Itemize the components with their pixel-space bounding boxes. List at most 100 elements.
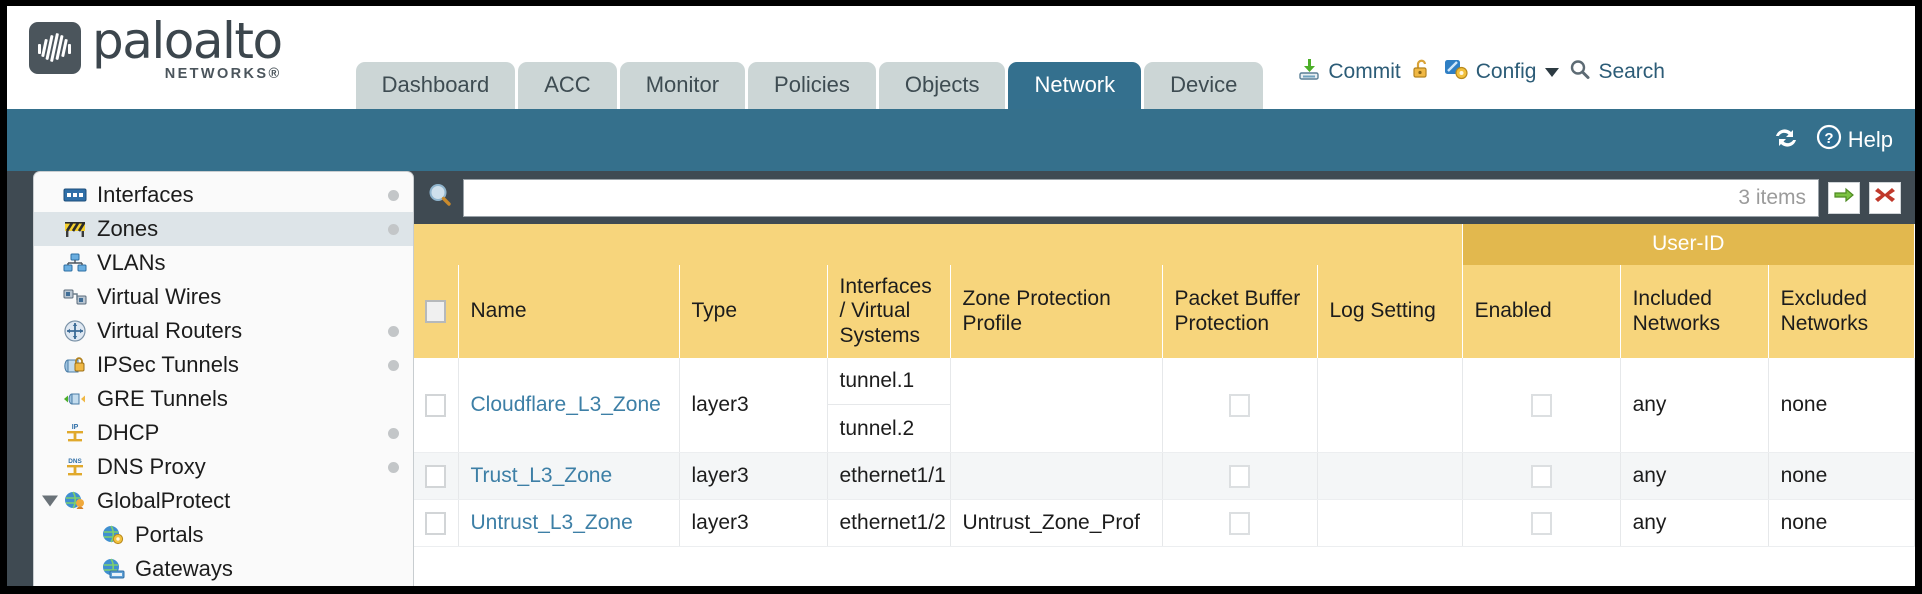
help-question-icon: ? [1816, 124, 1842, 156]
network-sidebar: Interfaces Zones [33, 171, 414, 586]
row-select-cell [414, 499, 459, 547]
context-bar: ? Help [7, 109, 1915, 171]
row-select-cell [414, 452, 459, 500]
search-magnifier-icon[interactable] [426, 181, 454, 214]
table-row[interactable]: Untrust_L3_Zone layer3 ethernet1/2 Untru… [414, 499, 1915, 547]
sidebar-item-portals[interactable]: Portals [34, 518, 413, 552]
sidebar-item-dns-proxy[interactable]: DNS DNS Proxy [34, 450, 413, 484]
select-all-checkbox[interactable] [425, 300, 447, 324]
sidebar-item-ipsec-tunnels[interactable]: IPSec Tunnels [34, 348, 413, 382]
column-header-excluded-networks[interactable]: Excluded Networks [1768, 265, 1915, 358]
cell-type: layer3 [679, 499, 828, 547]
userid-enabled-checkbox[interactable] [1530, 511, 1552, 535]
row-select-cell [414, 358, 459, 453]
sidebar-item-vlans[interactable]: VLANs [34, 246, 413, 280]
tab-monitor[interactable]: Monitor [619, 62, 746, 109]
userid-enabled-checkbox[interactable] [1530, 464, 1552, 488]
content-area: Interfaces Zones [7, 171, 1915, 586]
select-all-checkbox-cell [414, 265, 459, 358]
apply-filter-button[interactable] [1828, 181, 1860, 214]
cell-packet-buffer [1162, 358, 1318, 453]
zone-link[interactable]: Untrust_L3_Zone [470, 511, 633, 534]
zones-table-container: User-ID Name Type Interfaces / Virtual S… [414, 224, 1915, 586]
collapse-triangle-icon[interactable] [42, 495, 58, 507]
zones-table: User-ID Name Type Interfaces / Virtual S… [414, 224, 1915, 547]
cell-packet-buffer [1162, 452, 1318, 500]
tab-device[interactable]: Device [1144, 62, 1264, 109]
unlock-icon[interactable] [1410, 57, 1434, 87]
column-header-log-setting[interactable]: Log Setting [1317, 265, 1463, 358]
sidebar-item-virtual-routers[interactable]: Virtual Routers [34, 314, 413, 348]
cell-interfaces: ethernet1/2 [827, 499, 951, 547]
cell-excluded-networks: none [1768, 452, 1915, 500]
column-header-name[interactable]: Name [458, 265, 680, 358]
sidebar-item-virtual-wires[interactable]: Virtual Wires [34, 280, 413, 314]
row-checkbox[interactable] [425, 511, 447, 535]
table-row[interactable]: Trust_L3_Zone layer3 ethernet1/1 [414, 452, 1915, 500]
zones-barrier-icon [62, 218, 88, 240]
green-arrow-apply-icon [1833, 185, 1855, 210]
cell-log-setting [1317, 358, 1463, 453]
filter-bar: 3 items [414, 171, 1915, 224]
cell-log-setting [1317, 499, 1463, 547]
column-header-enabled[interactable]: Enabled [1462, 265, 1621, 358]
config-menu-button[interactable]: Config [1443, 57, 1560, 87]
svg-text:?: ? [1824, 130, 1833, 147]
gateways-icon [100, 558, 126, 580]
dns-proxy-icon: DNS [62, 456, 88, 478]
sidebar-item-globalprotect[interactable]: GlobalProtect [34, 484, 413, 518]
column-header-interfaces[interactable]: Interfaces / Virtual Systems [827, 265, 951, 358]
tab-policies[interactable]: Policies [748, 62, 876, 109]
zone-link[interactable]: Cloudflare_L3_Zone [470, 393, 661, 416]
sidebar-item-gre-tunnels[interactable]: GRE Tunnels [34, 382, 413, 416]
search-label: Search [1598, 60, 1665, 83]
tab-objects[interactable]: Objects [878, 62, 1006, 109]
cell-packet-buffer [1162, 499, 1318, 547]
tab-acc[interactable]: ACC [518, 62, 617, 109]
virtual-wires-icon [62, 286, 88, 308]
cell-excluded-networks: none [1768, 358, 1915, 453]
interfaces-icon [62, 184, 88, 206]
status-dot [388, 325, 399, 337]
column-header-zone-protection[interactable]: Zone Protection Profile [950, 265, 1163, 358]
commit-button[interactable]: Commit [1297, 57, 1401, 87]
red-x-clear-icon [1874, 185, 1896, 210]
row-checkbox[interactable] [425, 393, 447, 417]
column-header-packet-buffer[interactable]: Packet Buffer Protection [1162, 265, 1318, 358]
virtual-routers-icon [62, 320, 88, 342]
sidebar-item-zones[interactable]: Zones [34, 212, 413, 246]
group-header-userid: User-ID [1462, 224, 1915, 265]
brand-subtitle: NETWORKS® [164, 65, 282, 82]
vlans-icon [62, 252, 88, 274]
gre-tunnels-icon [62, 388, 88, 410]
tab-network[interactable]: Network [1008, 62, 1142, 109]
paloalto-logo-icon [29, 22, 81, 75]
userid-enabled-checkbox[interactable] [1530, 393, 1552, 417]
packet-buffer-checkbox[interactable] [1229, 464, 1250, 488]
packet-buffer-checkbox[interactable] [1229, 393, 1250, 417]
help-button[interactable]: ? Help [1816, 124, 1893, 156]
search-input[interactable]: 3 items [463, 178, 1819, 217]
ipsec-tunnels-icon [62, 354, 88, 376]
group-header-spacer [414, 224, 1463, 265]
sidebar-item-label: GlobalProtect [97, 488, 231, 513]
sidebar-item-label: DNS Proxy [97, 454, 206, 479]
config-label: Config [1475, 60, 1537, 83]
search-button[interactable]: Search [1568, 58, 1665, 87]
tab-dashboard[interactable]: Dashboard [355, 62, 516, 109]
table-row[interactable]: Cloudflare_L3_Zone layer3 tunnel.1 tunne… [414, 358, 1915, 453]
column-header-included-networks[interactable]: Included Networks [1620, 265, 1769, 358]
cell-zone-name: Untrust_L3_Zone [458, 499, 680, 547]
cell-type: layer3 [679, 452, 828, 500]
packet-buffer-checkbox[interactable] [1229, 511, 1250, 535]
sidebar-item-interfaces[interactable]: Interfaces [34, 178, 413, 212]
zone-link[interactable]: Trust_L3_Zone [470, 464, 613, 487]
sidebar-item-dhcp[interactable]: IP DHCP [34, 416, 413, 450]
table-header-row: Name Type Interfaces / Virtual Systems Z… [414, 265, 1915, 358]
row-checkbox[interactable] [425, 464, 447, 488]
column-header-type[interactable]: Type [679, 265, 828, 358]
clear-filter-button[interactable] [1869, 181, 1901, 214]
sidebar-item-gateways[interactable]: Gateways [34, 552, 413, 586]
sidebar-item-label: IPSec Tunnels [97, 352, 239, 377]
refresh-icon[interactable] [1772, 125, 1800, 156]
